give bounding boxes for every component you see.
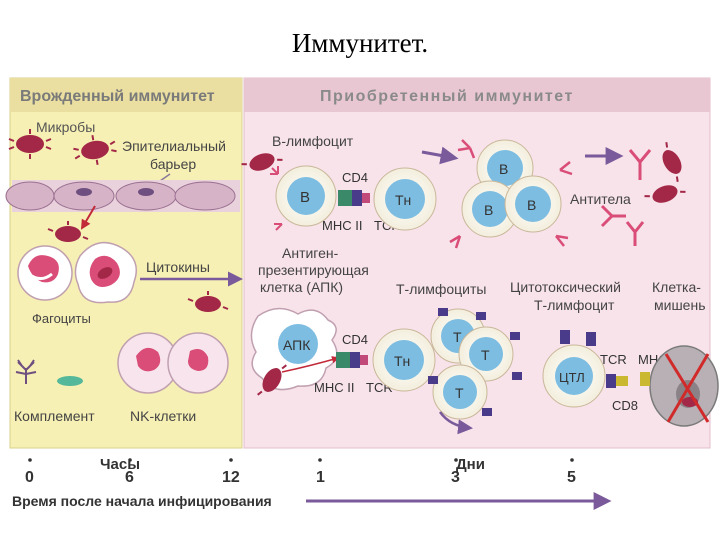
apc-label-3: клетка (АПК) xyxy=(260,279,343,295)
microbe-icon xyxy=(73,135,117,165)
ctl-label-1: Цитотоксический xyxy=(510,279,621,295)
b-cell xyxy=(275,165,337,227)
apc-cell-label: АПК xyxy=(283,337,311,353)
ctl-label-2: Т-лимфоцит xyxy=(534,297,615,313)
timeline-tick xyxy=(128,458,132,462)
mhc2-label: МНС II xyxy=(322,218,362,233)
t-cell-label: Т xyxy=(481,347,490,363)
microbe-icon xyxy=(241,153,283,171)
b-lymphocyte-label: В-лимфоцит xyxy=(272,133,354,149)
th-cell xyxy=(373,167,437,231)
t-cell-label: Т xyxy=(455,385,464,401)
b-cell-label: В xyxy=(300,189,310,206)
phagocytes-label: Фагоциты xyxy=(32,311,91,326)
hours-label: Часы xyxy=(100,456,140,473)
barrier-label-2: барьер xyxy=(150,156,196,172)
cd4-label: CD4 xyxy=(342,332,368,347)
adaptive-header: Приобретенный иммунитет xyxy=(320,88,574,105)
timeline-tick xyxy=(570,458,574,462)
epithelial-barrier xyxy=(5,180,240,212)
timeline-tick xyxy=(454,458,458,462)
nk-cell-icon xyxy=(167,332,229,394)
mhc2-label: МНС II xyxy=(314,380,354,395)
tcr-label: TCR xyxy=(600,352,627,367)
tick-label: 0 xyxy=(25,469,34,486)
immunity-diagram: Врожденный иммунитет Приобретенный иммун… xyxy=(5,77,719,510)
b-cell xyxy=(461,180,519,238)
complement-icon xyxy=(15,359,37,384)
microbe-icon xyxy=(187,291,229,312)
microbe-icon xyxy=(257,364,287,396)
ctl-cell-label: ЦТЛ xyxy=(559,370,585,385)
timeline-tick xyxy=(28,458,32,462)
t-cell xyxy=(432,364,488,420)
penetration-arrow xyxy=(80,205,96,230)
antibody-icon xyxy=(600,149,652,246)
th-cell-label: Тн xyxy=(394,353,410,369)
ctl-cell xyxy=(542,344,606,408)
tcr-receptor-icon xyxy=(428,308,522,416)
target-cell xyxy=(649,345,719,427)
nk-cell-icon xyxy=(117,332,179,394)
th-cell-label: Тн xyxy=(395,192,411,208)
apc-label-2: презентирующая xyxy=(258,262,369,278)
tick-label: 5 xyxy=(567,469,576,486)
presentation-arrow xyxy=(281,356,340,373)
adaptive-header-band xyxy=(244,78,710,112)
ctl-receptor-icon xyxy=(560,330,628,388)
complement-label: Комплемент xyxy=(14,408,95,424)
antibody-icon xyxy=(449,139,573,249)
timeline-tick xyxy=(318,458,322,462)
th-cell xyxy=(372,328,436,392)
tick-label: 3 xyxy=(451,469,460,486)
slide-title: Иммунитет. xyxy=(291,28,429,58)
apc-label-1: Антиген- xyxy=(282,245,339,261)
t-lymphocytes-label: Т-лимфоциты xyxy=(396,281,486,297)
cytokines-label: Цитокины xyxy=(146,259,210,275)
phagocyte-icon xyxy=(17,245,73,301)
tick-label: 12 xyxy=(222,469,240,486)
microbe-icon xyxy=(644,185,686,203)
t-cell-label: Т xyxy=(453,329,462,345)
tick-label: 6 xyxy=(125,469,134,486)
barrier-label-1: Эпителиальный xyxy=(122,138,226,154)
antibodies-label: Антитела xyxy=(570,191,631,207)
b-cell-label: В xyxy=(499,161,508,177)
tick-label: 1 xyxy=(316,469,325,486)
microbe-icon xyxy=(8,129,52,159)
microbe-icon xyxy=(47,221,89,242)
time-axis-label: Время после начала инфицирования xyxy=(12,493,272,509)
cd4-label: CD4 xyxy=(342,170,368,185)
phagocyte-icon xyxy=(74,241,137,304)
b-cell-label: В xyxy=(484,202,493,218)
target-label-2: мишень xyxy=(654,297,706,313)
complement-protein-icon xyxy=(57,376,83,386)
innate-header: Врожденный иммунитет xyxy=(20,88,215,105)
microbe-icon xyxy=(662,142,682,182)
innate-header-band xyxy=(10,78,242,112)
microbes-label: Микробы xyxy=(36,119,95,135)
activation-arrow-top xyxy=(421,146,459,165)
timeline-tick xyxy=(229,458,233,462)
nk-cells-label: NK-клетки xyxy=(130,408,196,424)
mhc1-icon xyxy=(640,372,650,386)
t-cell xyxy=(458,326,514,382)
mhc-tcr-complex-icon xyxy=(338,190,370,206)
target-label-1: Клетка- xyxy=(652,279,701,295)
days-label: Дни xyxy=(456,456,485,473)
b-cell xyxy=(504,175,562,233)
cd8-label: CD8 xyxy=(612,398,638,413)
activation-arrow-bottom xyxy=(438,411,473,435)
antibody-receptor-icon xyxy=(270,166,283,231)
b-cell-label: В xyxy=(527,197,536,213)
mhc-tcr-complex-icon xyxy=(336,352,368,368)
